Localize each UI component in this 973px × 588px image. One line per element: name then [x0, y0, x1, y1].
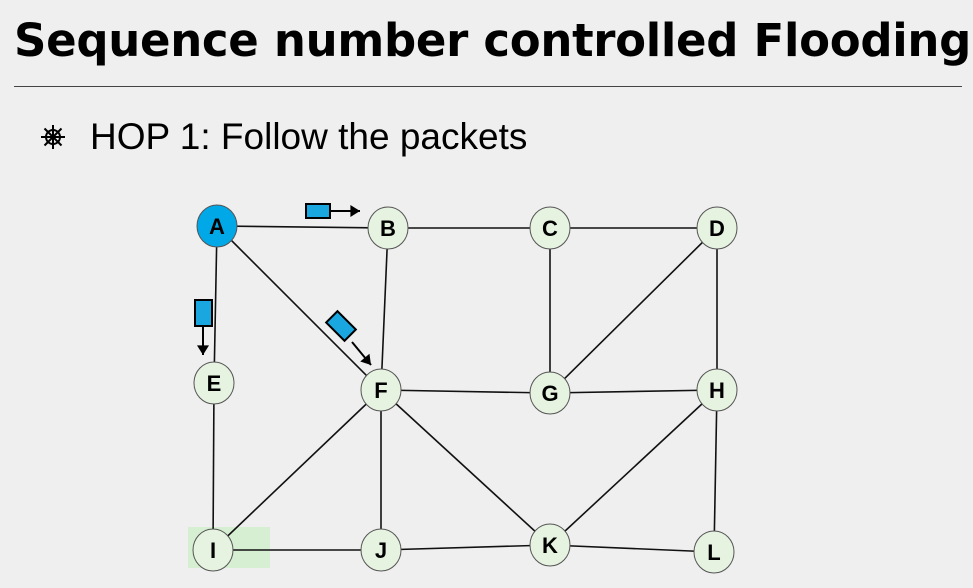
node-C[interactable]: C: [529, 206, 571, 250]
node-L-label: L: [707, 540, 720, 565]
node-K[interactable]: K: [529, 523, 571, 567]
edge-A-E: [213, 225, 218, 384]
edge-H-L: [713, 389, 718, 553]
node-L[interactable]: L: [693, 530, 735, 574]
node-D-circle: [696, 206, 738, 250]
node-E-circle: [193, 361, 235, 405]
node-C-label: C: [542, 216, 558, 241]
packet-A-F: [324, 309, 372, 366]
edges: [212, 225, 718, 553]
edge-D-G: [549, 227, 718, 394]
edge-F-G: [380, 389, 551, 394]
node-F[interactable]: F: [360, 368, 402, 412]
edge-K-L: [549, 544, 715, 553]
packet-A-E-arrow-head: [197, 345, 209, 355]
title-divider: [14, 86, 962, 87]
node-B-label: B: [380, 216, 396, 241]
node-J-label: J: [375, 538, 387, 563]
slide-title: Sequence number controlled Flooding: [14, 14, 972, 67]
edge-A-F: [216, 225, 382, 391]
node-F-label: F: [374, 378, 387, 403]
node-F-circle: [360, 368, 402, 412]
node-L-circle: [693, 530, 735, 574]
packet-A-B-box: [305, 203, 331, 219]
packet-A-F-box: [324, 309, 358, 343]
node-H-label: H: [709, 378, 725, 403]
edge-F-I: [212, 389, 382, 551]
edge-H-K: [549, 389, 718, 546]
node-B-circle: [367, 206, 409, 250]
edge-A-B: [216, 225, 389, 229]
node-A-label: A: [209, 214, 225, 239]
node-H[interactable]: H: [696, 368, 738, 412]
packet-A-B: [305, 203, 360, 219]
edge-F-K: [380, 389, 551, 546]
node-G-label: G: [541, 381, 558, 406]
edge-E-I: [212, 382, 215, 551]
node-J[interactable]: J: [360, 528, 402, 572]
node-I-circle: [192, 528, 234, 572]
node-H-circle: [696, 368, 738, 412]
node-C-circle: [529, 206, 571, 250]
edge-G-H: [549, 389, 718, 394]
edge-J-K: [380, 544, 551, 551]
node-D[interactable]: D: [696, 206, 738, 250]
node-J-circle: [360, 528, 402, 572]
node-A[interactable]: A: [196, 204, 238, 248]
node-K-label: K: [542, 533, 558, 558]
bullet-text: HOP 1: Follow the packets: [90, 116, 528, 157]
bullet-item: HOP 1: Follow the packets: [40, 116, 527, 158]
packet-A-B-arrow-head: [350, 205, 360, 217]
node-A-circle: [196, 204, 238, 248]
ship-wheel-icon: [41, 125, 65, 149]
packet-A-F-arrow-head: [360, 353, 371, 365]
node-E-label: E: [207, 371, 222, 396]
node-G-circle: [529, 371, 571, 415]
node-I-label: I: [210, 538, 216, 563]
node-I[interactable]: I: [192, 528, 234, 572]
node-G[interactable]: G: [529, 371, 571, 415]
edge-B-F: [380, 227, 389, 391]
packet-A-E: [194, 299, 213, 355]
node-B[interactable]: B: [367, 206, 409, 250]
node-E[interactable]: E: [193, 361, 235, 405]
node-K-circle: [529, 523, 571, 567]
node-D-label: D: [709, 216, 725, 241]
packet-A-E-box: [194, 299, 213, 327]
